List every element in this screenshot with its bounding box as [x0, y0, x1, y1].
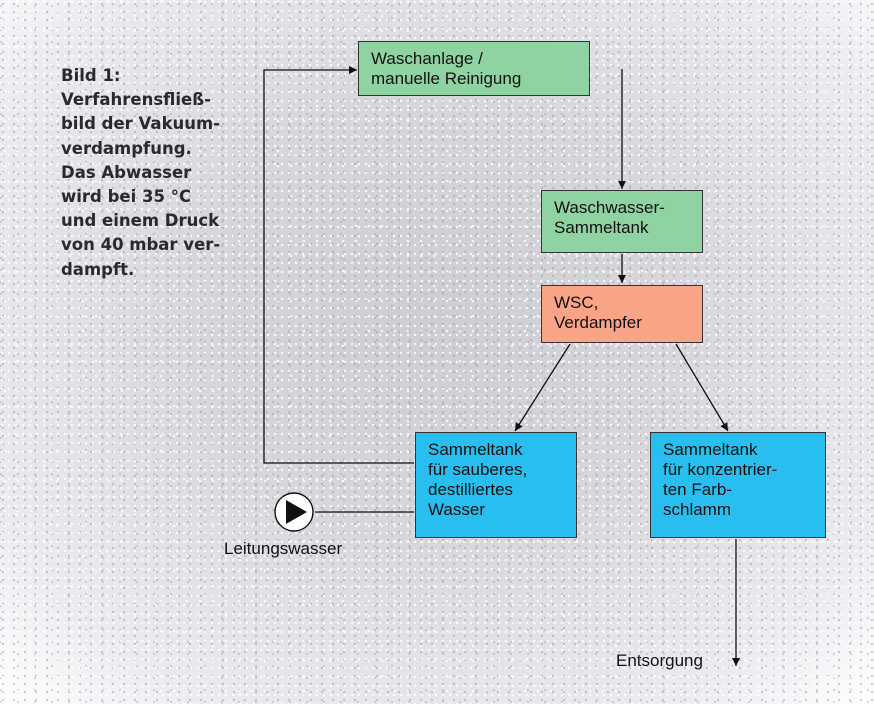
node-washing-plant: Waschanlage / manuelle Reinigung [358, 41, 590, 96]
node-sludge-tank: Sammeltank für konzentrier- ten Farb- sc… [650, 432, 826, 538]
node-wash-water-tank: Waschwasser- Sammeltank [541, 190, 703, 253]
node-clean-water-tank: Sammeltank für sauberes, destilliertes W… [415, 432, 577, 538]
node-evaporator: WSC, Verdampfer [541, 285, 703, 343]
pump-icon [274, 492, 314, 532]
arrow-evaporator-to-sludge-tank [675, 343, 729, 432]
figure-caption: Bild 1: Verfahrensfließ- bild der Vakuum… [61, 66, 221, 279]
arrow-recycle-loop [263, 66, 414, 464]
arrow-evaporator-to-clean-tank [514, 343, 571, 432]
label-disposal: Entsorgung [616, 651, 703, 670]
label-tap-water: Leitungswasser [224, 539, 343, 558]
